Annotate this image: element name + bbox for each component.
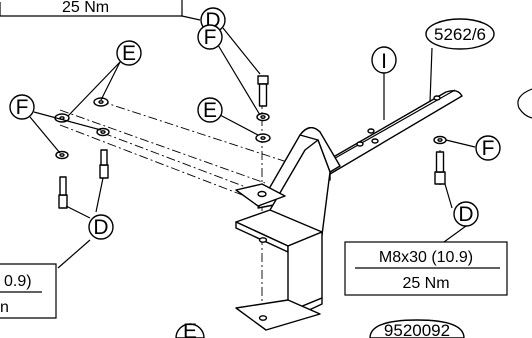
torque-spec-top: 25 Nm [0,0,201,21]
drawing-number-badge: 9520092 [369,319,465,338]
callout-part-number: 5262/6 [425,18,495,50]
leader-lines [29,27,476,269]
washer [93,97,109,107]
callout-e-center: E [197,97,223,123]
callout-f-left: F [9,94,35,120]
callout-letter: E [122,42,136,65]
bolt [99,149,109,179]
callout-letter: D [93,216,108,239]
bolt [257,75,269,107]
drawing-number: 9520092 [384,321,450,338]
bracket [235,127,341,331]
callout-letter: E [203,99,217,122]
torque-spec-top-torque: 25 Nm [62,0,109,16]
torque-spec-left-torque: n [0,299,9,316]
callout-letter: D [458,203,473,226]
callout-i: I [371,46,397,74]
callout-letter: F [482,137,495,160]
torque-spec-right-bolt: M8x30 (10.9) [379,249,473,266]
washer [433,135,447,145]
callout-f-right: F [475,135,501,161]
bolts [58,75,446,209]
bolt [434,151,446,185]
callout-e-top-left: E [116,40,142,66]
callout-f-center: F [197,24,223,50]
callout-letter: F [16,96,29,119]
callout-letter: E [183,320,197,338]
part-number-label: 5262/6 [434,25,486,44]
bolt [58,176,68,209]
cropped-bubble [517,88,532,119]
washer [256,112,270,122]
washer [55,150,69,160]
callout-letter: I [381,50,387,73]
torque-spec-left-bolt: 0.9) [4,273,32,290]
washer [255,133,271,143]
callout-d-left: D [88,214,114,240]
callout-letter: F [204,26,217,49]
callout-e-bottom: E [175,320,205,338]
torque-spec-left: 0.9) n [0,263,57,319]
callout-d-right: D [453,201,479,227]
torque-spec-right: M8x30 (10.9) 25 Nm [344,241,508,296]
torque-spec-right-torque: 25 Nm [402,275,449,292]
